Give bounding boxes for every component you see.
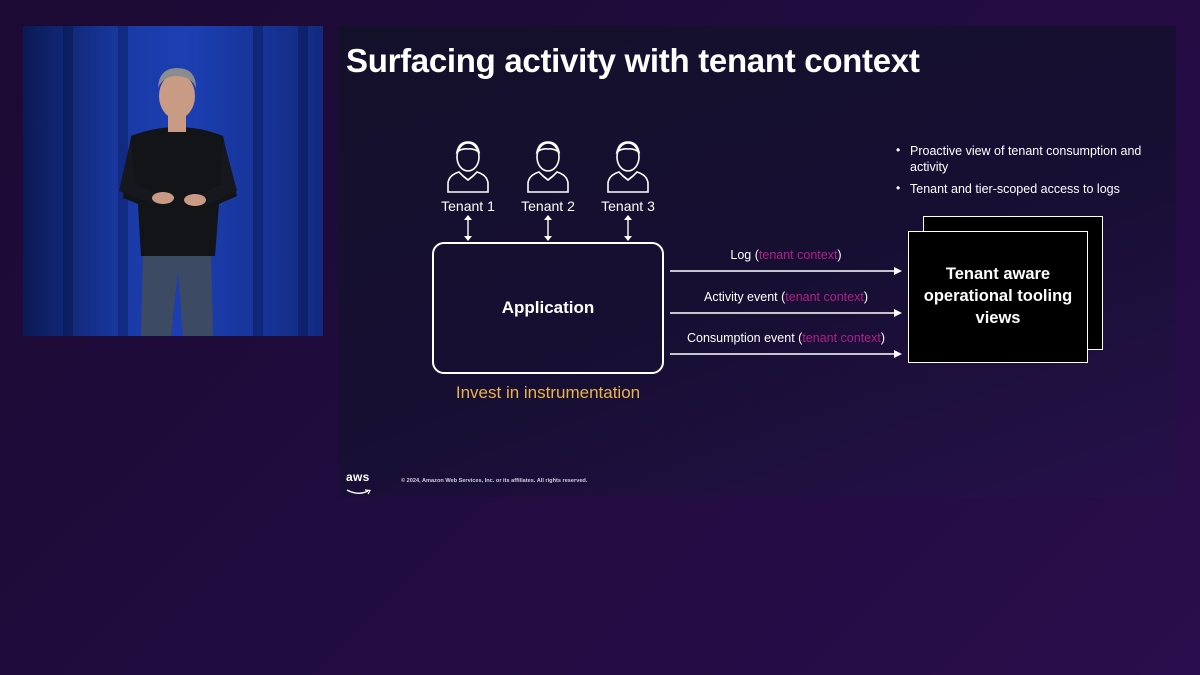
application-box: Application (432, 242, 664, 374)
tenant-context-label: tenant context (802, 331, 881, 345)
flow-label: Activity event ( (704, 290, 786, 304)
tenant-label: Tenant 3 (601, 198, 655, 214)
slide-title: Surfacing activity with tenant context (346, 42, 920, 79)
flow-label-suffix: ) (837, 248, 842, 262)
user-icon (607, 141, 649, 193)
tenant-label: Tenant 1 (441, 198, 495, 214)
tenant-3: Tenant 3 (588, 139, 668, 214)
copyright-text: © 2024, Amazon Web Services, Inc. or its… (401, 478, 588, 484)
tenant-1: Tenant 1 (428, 139, 508, 214)
flow-label: Consumption event ( (686, 331, 803, 345)
tenant-2: Tenant 2 (508, 139, 588, 214)
flow-label-suffix: ) (863, 290, 868, 304)
presenter-figure (119, 68, 237, 336)
application-label: Application (501, 298, 595, 317)
bullet-item: Proactive view of tenant consumption and… (894, 143, 1154, 176)
user-icon (527, 141, 569, 193)
aws-smile-icon (346, 489, 371, 495)
instrumentation-caption: Invest in instrumentation (455, 383, 641, 402)
right-arrow-icon (670, 267, 902, 275)
aws-logo-text: aws (346, 470, 370, 484)
right-arrow-icon (670, 309, 902, 317)
tooling-box: Tenant aware operational tooling views (908, 231, 1088, 363)
flow-label: Log ( (730, 248, 759, 262)
bullet-list: Proactive view of tenant consumption and… (894, 143, 1154, 202)
tenant-context-label: tenant context (758, 248, 838, 262)
presenter-video (23, 26, 323, 336)
tenant-context-label: tenant context (785, 290, 864, 304)
right-arrow-icon (670, 350, 902, 358)
bidirectional-arrow-icon (544, 215, 552, 241)
flow-label-suffix: ) (880, 331, 886, 345)
bidirectional-arrow-icon (624, 215, 632, 241)
bidirectional-arrow-icon (464, 215, 472, 241)
flow-log: Log (tenant context) (670, 248, 902, 276)
tenant-label: Tenant 2 (521, 198, 575, 214)
aws-logo: aws (346, 471, 372, 497)
slide: Surfacing activity with tenant context T… (338, 26, 1176, 497)
flow-consumption-event: Consumption event (tenant context) (670, 331, 902, 359)
tooling-label: Tenant aware operational tooling views (923, 265, 1073, 327)
flow-activity-event: Activity event (tenant context) (670, 290, 902, 318)
bullet-item: Tenant and tier-scoped access to logs (894, 181, 1154, 197)
user-icon (447, 141, 489, 193)
